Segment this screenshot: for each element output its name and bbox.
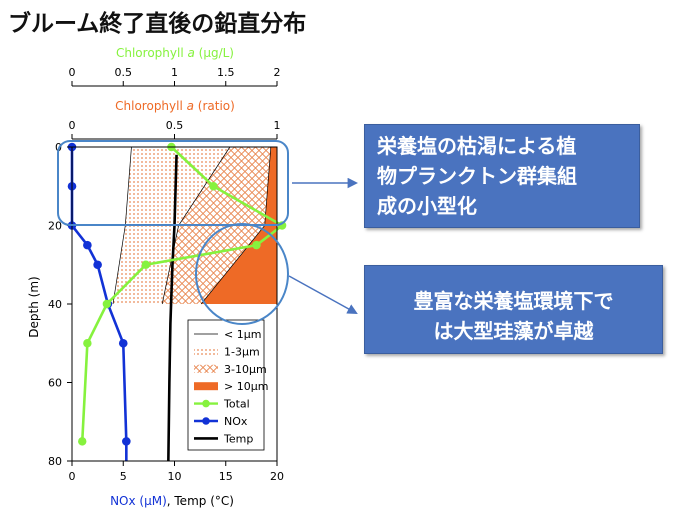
bottom-tick-label: 20 xyxy=(270,470,284,483)
total-chlorophyll-point xyxy=(102,299,112,309)
legend-label: NOx xyxy=(224,415,248,428)
top-axis-2-title: Chlorophyll a (ratio) xyxy=(115,99,235,113)
total-chlorophyll-point xyxy=(209,182,218,191)
total-chlorophyll-point xyxy=(78,437,87,446)
top-axis-1-tick-label: 0.5 xyxy=(115,66,133,79)
total-chlorophyll-point xyxy=(252,240,261,250)
top-axis-2-tick-label: 0.5 xyxy=(166,119,184,132)
highlight-surface-layer xyxy=(57,140,289,226)
callout-2-line-2: は大型珪藻が卓越 xyxy=(433,319,594,343)
legend-swatch-3-10um xyxy=(194,364,218,373)
arrow-to-callout-2 xyxy=(288,275,358,315)
area-over-10um xyxy=(201,147,277,304)
callout-2-line-1: 豊富な栄養塩環境下で xyxy=(413,289,614,313)
legend-marker-nox xyxy=(202,417,210,425)
nox-point xyxy=(83,240,92,250)
highlight-large-diatom-region xyxy=(195,223,289,325)
callout-1-line-1: 栄養塩の枯渇による植 xyxy=(377,134,577,158)
top-axis-1-tick-label: 0 xyxy=(69,66,76,79)
legend-label: < 1μm xyxy=(224,328,261,341)
bottom-tick-label: 5 xyxy=(120,470,127,483)
nox-point xyxy=(118,338,128,348)
legend-label: 3-10μm xyxy=(224,363,267,376)
total-chlorophyll-line xyxy=(80,146,285,442)
y-axis-title: Depth (m) xyxy=(27,276,41,337)
top-axis-1-tick-label: 2 xyxy=(274,66,281,79)
y-tick-label: 20 xyxy=(48,220,62,233)
total-chlorophyll-point xyxy=(141,260,150,269)
callout-1-line-3: 成の小型化 xyxy=(377,194,477,218)
callout-large-diatoms: 豊富な栄養塩環境下で は大型珪藻が卓越 xyxy=(364,265,663,354)
total-chlorophyll-point xyxy=(83,339,92,348)
top-axis-1-tick-label: 1.5 xyxy=(217,66,235,79)
callout-small-phytoplankton: 栄養塩の枯渇による植 物プランクトン群集組 成の小型化 xyxy=(364,124,640,228)
bottom-tick-label: 0 xyxy=(69,470,76,483)
legend-label: 1-3μm xyxy=(224,345,260,358)
legend-label: Total xyxy=(223,398,250,411)
y-tick-label: 60 xyxy=(48,377,62,390)
top-axis-1-tick-label: 1 xyxy=(171,66,178,79)
nox-point xyxy=(93,260,102,270)
temp-line xyxy=(167,154,178,462)
legend-swatch-over-10um xyxy=(194,382,218,391)
y-tick-label: 80 xyxy=(48,455,62,468)
top-axis-1-title: Chlorophyll a (μg/L) xyxy=(116,46,234,60)
top-axis-2-tick-label: 0 xyxy=(69,119,76,132)
legend-label: Temp xyxy=(223,432,253,445)
bottom-axis-title: NOx (μM), Temp (°C) xyxy=(110,494,234,508)
page-title: ブルーム終了直後の鉛直分布 xyxy=(8,11,307,37)
legend-marker-total xyxy=(202,399,210,408)
bottom-tick-label: 15 xyxy=(219,470,233,483)
top-axis-2-tick-label: 1 xyxy=(274,119,281,132)
callout-1-line-2: 物プランクトン群集組 xyxy=(377,164,577,188)
legend-label: > 10μm xyxy=(224,380,268,393)
y-tick-label: 40 xyxy=(48,298,62,311)
nox-point xyxy=(122,437,131,446)
legend-swatch-1-3um xyxy=(194,347,218,356)
bottom-tick-label: 10 xyxy=(168,470,182,483)
